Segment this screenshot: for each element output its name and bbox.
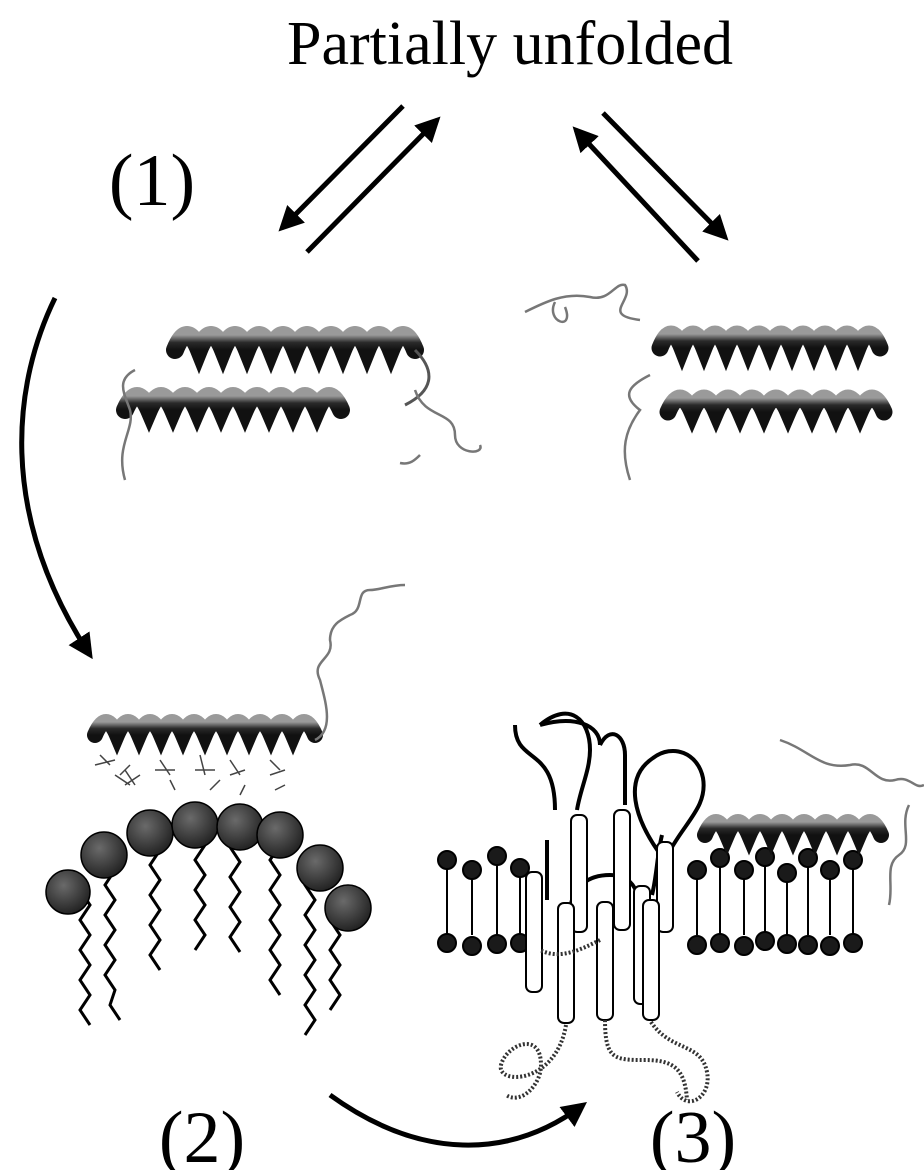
equilibrium-arrows-left: [282, 106, 437, 252]
curved-arrow-2-to-3: [330, 1095, 583, 1145]
micelle: [46, 802, 371, 1035]
membrane-associated-helix: [705, 740, 924, 905]
amphipathic-helix: [95, 585, 405, 795]
step-label-1: (1): [109, 140, 195, 222]
partially-unfolded-helices: [525, 285, 884, 480]
folded-helix-hairpin: [122, 335, 480, 480]
curved-arrow-1-to-2: [22, 298, 90, 655]
transmembrane-protein: [501, 714, 708, 1102]
step-label-2: (2): [159, 1097, 245, 1170]
equilibrium-arrows-right: [576, 113, 725, 261]
step-label-3: (3): [650, 1097, 736, 1170]
diagram-title: Partially unfolded: [287, 10, 733, 78]
